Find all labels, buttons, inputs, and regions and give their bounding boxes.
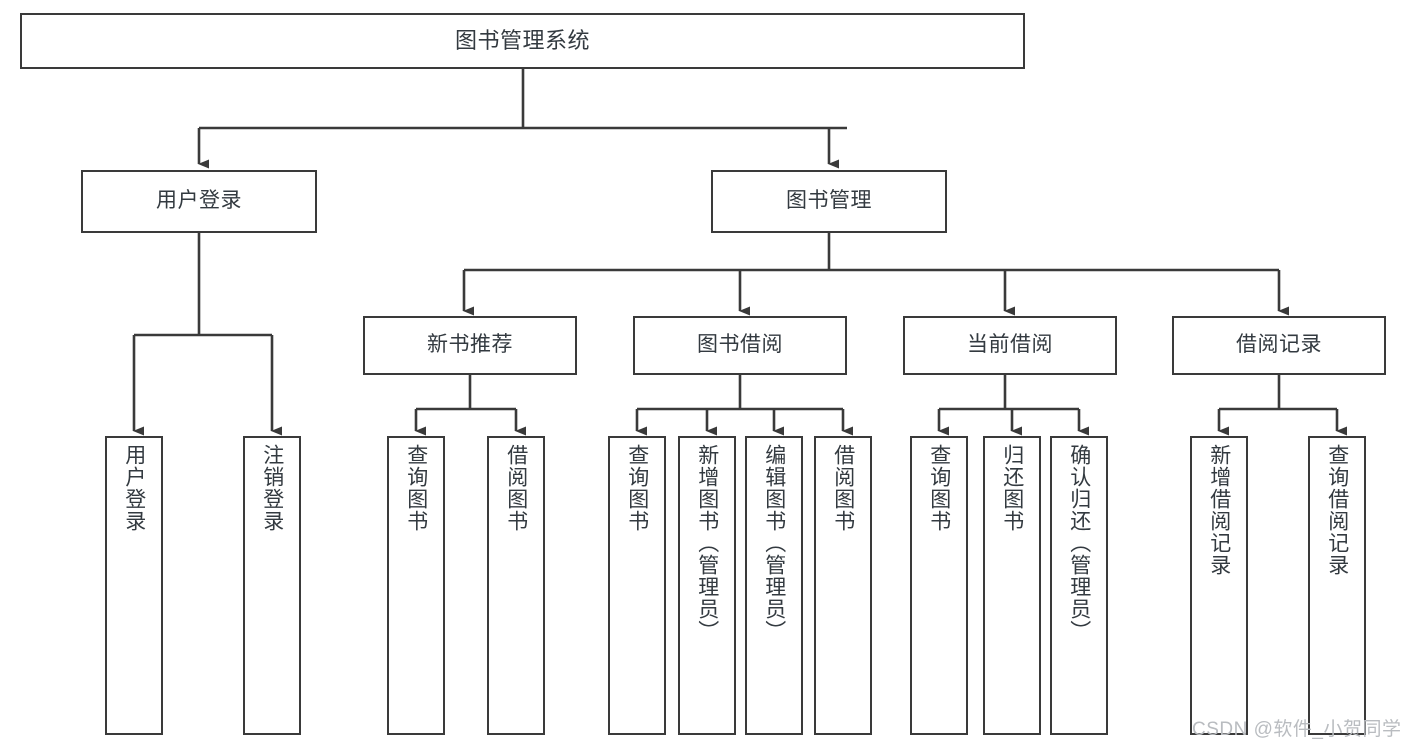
leaf-add-borrow-record-label: 新增借阅记录 [1207, 444, 1231, 576]
node-book-borrowing[interactable]: 图书借阅 [633, 316, 847, 375]
node-root-label: 图书管理系统 [454, 28, 590, 54]
leaf-add-borrow-record[interactable]: 新增借阅记录 [1190, 436, 1248, 735]
node-current-borrowing[interactable]: 当前借阅 [903, 316, 1117, 375]
leaf-edit-book-admin-label: 编辑图书（管理员） [762, 444, 786, 642]
leaf-borrow-book[interactable]: 借阅图书 [814, 436, 872, 735]
leaf-query-book-borrow[interactable]: 查询图书 [608, 436, 666, 735]
leaf-borrow-book-recommend[interactable]: 借阅图书 [487, 436, 545, 735]
leaf-return-book-label: 归还图书 [1000, 444, 1024, 532]
leaf-borrow-book-recommend-label: 借阅图书 [504, 444, 528, 532]
node-borrowing-record[interactable]: 借阅记录 [1172, 316, 1386, 375]
leaf-logout-label: 注销登录 [260, 444, 284, 532]
leaf-borrow-book-label: 借阅图书 [831, 444, 855, 532]
leaf-logout[interactable]: 注销登录 [243, 436, 301, 735]
leaf-confirm-return-admin[interactable]: 确认归还（管理员） [1050, 436, 1108, 735]
node-book-management-label: 图书管理 [786, 189, 872, 213]
leaf-return-book[interactable]: 归还图书 [983, 436, 1041, 735]
leaf-query-borrow-record[interactable]: 查询借阅记录 [1308, 436, 1366, 735]
leaf-add-book-admin-label: 新增图书（管理员） [695, 444, 719, 642]
node-root-book-management-system[interactable]: 图书管理系统 [20, 13, 1025, 69]
node-user-login-label: 用户登录 [156, 189, 242, 213]
leaf-confirm-return-admin-label: 确认归还（管理员） [1067, 444, 1091, 642]
node-book-management[interactable]: 图书管理 [711, 170, 947, 233]
node-new-book-recommendation[interactable]: 新书推荐 [363, 316, 577, 375]
leaf-user-login-label: 用户登录 [122, 444, 146, 532]
node-current-borrowing-label: 当前借阅 [967, 333, 1053, 357]
leaf-query-book-borrow-label: 查询图书 [625, 444, 649, 532]
leaf-query-book-current-label: 查询图书 [927, 444, 951, 532]
leaf-query-book-recommend[interactable]: 查询图书 [387, 436, 445, 735]
leaf-user-login[interactable]: 用户登录 [105, 436, 163, 735]
node-new-book-recommendation-label: 新书推荐 [427, 333, 513, 357]
node-borrowing-record-label: 借阅记录 [1236, 333, 1322, 357]
leaf-query-book-recommend-label: 查询图书 [404, 444, 428, 532]
node-book-borrowing-label: 图书借阅 [697, 333, 783, 357]
leaf-query-book-current[interactable]: 查询图书 [910, 436, 968, 735]
leaf-add-book-admin[interactable]: 新增图书（管理员） [678, 436, 736, 735]
leaf-query-borrow-record-label: 查询借阅记录 [1325, 444, 1349, 576]
csdn-watermark: CSDN @软件_小贺同学 [1192, 719, 1402, 740]
leaf-edit-book-admin[interactable]: 编辑图书（管理员） [745, 436, 803, 735]
node-user-login[interactable]: 用户登录 [81, 170, 317, 233]
